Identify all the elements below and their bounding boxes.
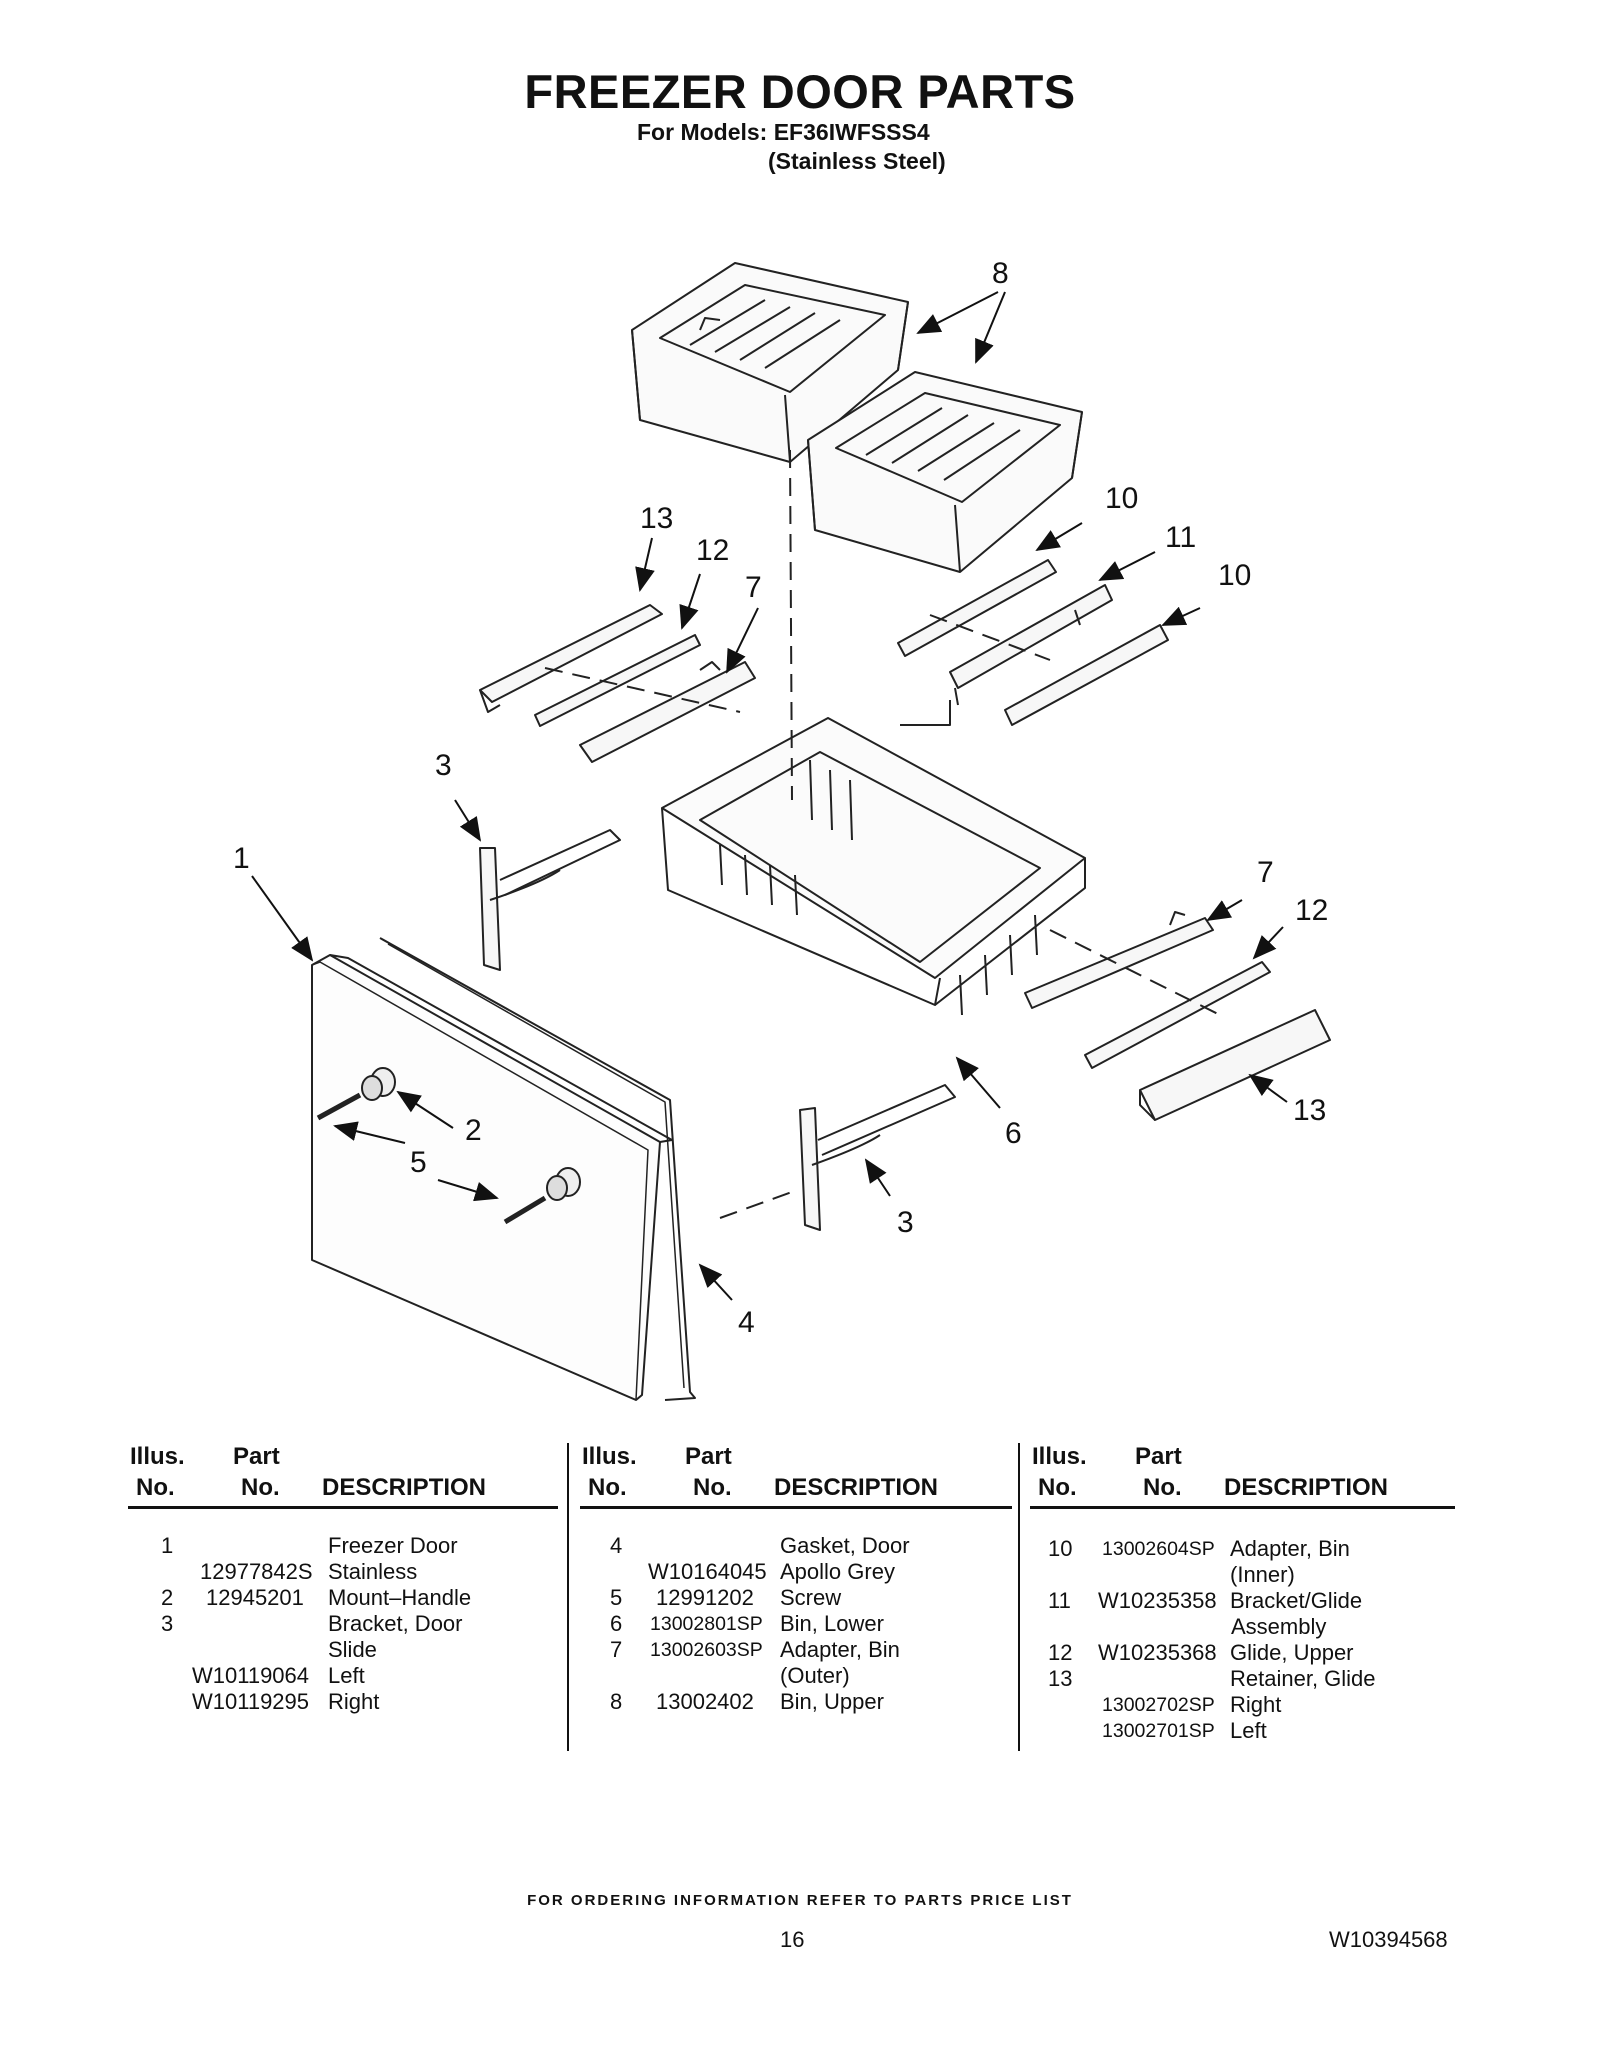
page-number: 16 (780, 1927, 805, 1952)
glide-upper-left (534, 634, 701, 727)
header-part: Part (233, 1443, 280, 1470)
page-title: FREEZER DOOR PARTS (524, 65, 1076, 118)
adapter-bin-outer-right (1024, 911, 1214, 1009)
header-part-no: No. (241, 1474, 280, 1501)
glide-upper-right (1084, 961, 1271, 1069)
screw-upper (316, 1092, 362, 1121)
table-header: Illus. No. Part No. DESCRIPTION (580, 1443, 1010, 1505)
bracket-glide-assembly (949, 584, 1113, 706)
table-row: (Inner) (1230, 1562, 1295, 1587)
model-line: For Models: EF36IWFSSS4 (637, 119, 930, 145)
door-slide-bracket-left (479, 829, 621, 971)
header-description: DESCRIPTION (322, 1474, 487, 1501)
freezer-door (311, 954, 673, 1401)
callout-2: 2 (465, 1114, 482, 1147)
header-rule (580, 1506, 1012, 1509)
callout-6: 6 (1005, 1117, 1022, 1150)
header-description: DESCRIPTION (774, 1474, 939, 1501)
adapter-bin-inner-upper (897, 559, 1057, 657)
callout-5: 5 (410, 1146, 427, 1179)
callout-13-upper: 13 (640, 502, 673, 535)
header-part: Part (685, 1443, 732, 1470)
document-number: W10394568 (1329, 1927, 1448, 1952)
callout-8: 8 (992, 257, 1009, 290)
callout-4: 4 (738, 1306, 755, 1339)
callout-7-lower: 7 (1257, 856, 1274, 889)
upper-bin-left (631, 262, 909, 463)
screw-lower (503, 1195, 547, 1225)
table-row: (Outer) (780, 1663, 850, 1688)
handle-mount-upper (361, 1067, 396, 1101)
callout-3-left: 3 (435, 749, 452, 782)
table-header: Illus. No. Part No. DESCRIPTION (1030, 1443, 1460, 1505)
header-illus: Illus. (1032, 1443, 1087, 1470)
header-part: Part (1135, 1443, 1182, 1470)
callout-12-upper: 12 (696, 534, 729, 567)
callout-3-right: 3 (897, 1206, 914, 1239)
column-divider (1018, 1443, 1020, 1751)
header-illus-no: No. (1038, 1474, 1077, 1501)
model-finish: (Stainless Steel) (768, 148, 946, 174)
header-illus: Illus. (130, 1443, 185, 1470)
callout-10-lower: 10 (1218, 559, 1251, 592)
adapter-bin-inner-lower (1004, 624, 1169, 726)
adapter-bin-outer-left (579, 661, 756, 763)
exploded-parts-diagram: 8 10 11 10 13 12 7 3 1 2 5 7 12 13 6 3 4 (233, 257, 1331, 1401)
callout-13-lower: 13 (1293, 1094, 1326, 1127)
model-info: For Models: EF36IWFSSS4 (Stainless Steel… (637, 118, 946, 176)
callout-11: 11 (1165, 521, 1196, 554)
header-description: DESCRIPTION (1224, 1474, 1389, 1501)
ordering-note: FOR ORDERING INFORMATION REFER TO PARTS … (527, 1892, 1073, 1909)
callout-7-upper: 7 (745, 571, 762, 604)
table-row: Slide (328, 1637, 377, 1662)
table-header: Illus. No. Part No. DESCRIPTION (128, 1443, 558, 1505)
retainer-glide-right (1139, 1009, 1331, 1121)
header-illus-no: No. (136, 1474, 175, 1501)
lower-bin (661, 717, 1086, 1016)
callout-1: 1 (233, 842, 250, 875)
header-part-no: No. (1143, 1474, 1182, 1501)
table-row: Assembly (1231, 1614, 1327, 1639)
handle-mount-lower (546, 1167, 581, 1201)
upper-bin-right (807, 371, 1083, 573)
header-rule (1030, 1506, 1455, 1509)
retainer-glide-left (479, 604, 663, 713)
door-slide-bracket-right (799, 1084, 956, 1231)
column-divider (567, 1443, 569, 1751)
callout-10-upper: 10 (1105, 482, 1138, 515)
header-part-no: No. (693, 1474, 732, 1501)
callout-12-lower: 12 (1295, 894, 1328, 927)
header-rule (128, 1506, 558, 1509)
door-gasket (379, 937, 696, 1401)
header-illus: Illus. (582, 1443, 637, 1470)
header-illus-no: No. (588, 1474, 627, 1501)
